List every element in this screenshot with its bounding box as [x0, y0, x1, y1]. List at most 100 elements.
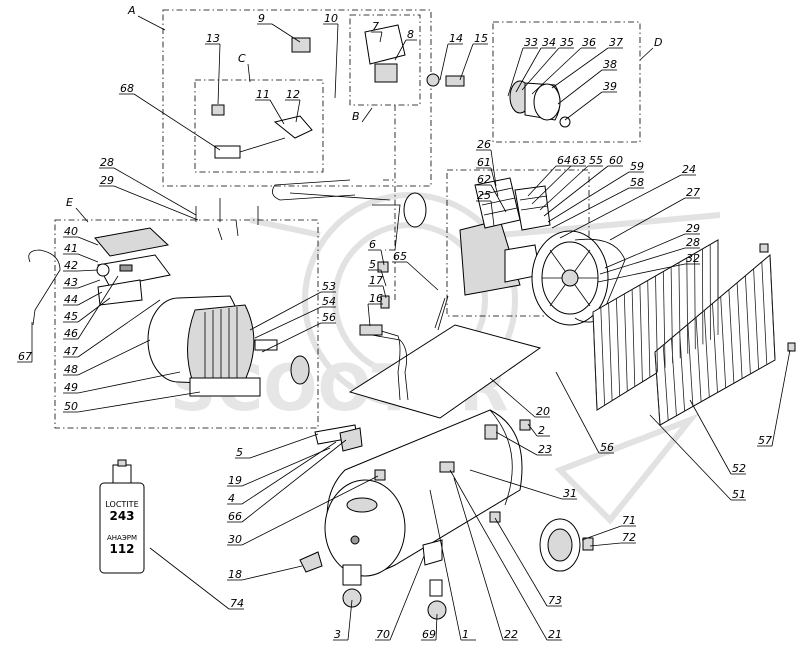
callout-label-53: 53 — [322, 280, 336, 293]
callout-label-35: 35 — [560, 36, 574, 49]
leader-22 — [453, 477, 504, 641]
callout-label-51: 51 — [732, 488, 746, 501]
tank-wheels — [342, 539, 447, 620]
leader-1 — [429, 489, 462, 641]
group-box-pump — [446, 169, 590, 317]
leader-10 — [334, 23, 339, 99]
callout-label-4: 4 — [228, 492, 235, 505]
callout-label-63: 63 — [572, 154, 586, 167]
leader-68 — [133, 93, 221, 151]
group-label-E: E — [66, 196, 73, 209]
leader-69 — [435, 613, 438, 641]
group-box-b — [349, 14, 421, 106]
leader-lines — [17, 15, 791, 641]
leader-12 — [295, 99, 301, 123]
leader-37 — [551, 47, 609, 89]
pressure-switch — [364, 24, 406, 83]
callout-label-34: 34 — [542, 36, 556, 49]
leader-33 — [507, 47, 524, 97]
callout-label-68: 68 — [120, 82, 134, 95]
leader-46 — [77, 275, 119, 340]
callout-label-6: 6 — [369, 238, 376, 251]
base-plate — [348, 324, 542, 419]
leader-47 — [77, 299, 161, 358]
unloader-valve — [211, 37, 313, 159]
group-label-A: A — [127, 4, 136, 17]
callout-label-10: 10 — [324, 12, 338, 25]
callout-label-19: 19 — [228, 474, 242, 487]
group-boxes — [54, 9, 641, 429]
group-box-e — [54, 219, 319, 429]
callout-label-30: 30 — [228, 533, 242, 546]
leader-48 — [77, 339, 151, 376]
callout-label-28b: 28 — [686, 236, 700, 249]
leader-8 — [394, 39, 407, 61]
leader-59 — [547, 171, 630, 223]
leader-15 — [459, 43, 474, 81]
leader-50 — [77, 391, 201, 413]
leader-14 — [439, 43, 449, 81]
callout-label-46: 46 — [64, 327, 78, 340]
callout-label-44: 44 — [64, 293, 78, 306]
receiver-tank — [324, 409, 523, 577]
leader-57 — [771, 349, 791, 447]
callout-label-32: 32 — [686, 252, 700, 265]
callout-label-66: 66 — [228, 510, 242, 523]
callout-label-2: 2 — [538, 424, 545, 437]
leader-58 — [551, 187, 630, 229]
group-label-B: B — [352, 110, 360, 123]
leader-28a — [113, 167, 197, 216]
callout-label-1: 1 — [462, 628, 469, 641]
callout-label-9: 9 — [258, 12, 265, 25]
callout-label-61: 61 — [477, 156, 491, 169]
leader-40 — [77, 236, 99, 246]
leader-60 — [543, 165, 609, 217]
leader-16 — [367, 303, 371, 327]
leader-41 — [77, 253, 99, 263]
callout-label-13: 13 — [206, 32, 220, 45]
leader-5a — [380, 269, 387, 287]
leader-27 — [609, 197, 686, 241]
leader-B — [361, 107, 373, 123]
callout-label-29a: 29 — [100, 174, 114, 187]
leader-44 — [77, 291, 103, 306]
callout-label-5a: 5 — [369, 258, 376, 271]
leader-11 — [269, 99, 285, 125]
leader-25 — [490, 200, 495, 227]
callout-label-37: 37 — [609, 36, 623, 49]
belt — [574, 238, 626, 323]
callout-label-40: 40 — [64, 225, 78, 238]
leader-29b — [604, 233, 686, 269]
leader-70 — [389, 555, 425, 641]
leader-18 — [241, 565, 303, 581]
leader-A — [137, 15, 166, 31]
callout-label-59: 59 — [630, 160, 644, 173]
leader-19 — [241, 447, 331, 487]
callout-label-20: 20 — [536, 405, 550, 418]
callout-label-24: 24 — [682, 163, 696, 176]
callout-label-43: 43 — [64, 276, 78, 289]
callout-label-73: 73 — [548, 594, 562, 607]
leader-6 — [380, 249, 385, 266]
callout-label-64: 64 — [557, 154, 571, 167]
callout-label-23: 23 — [538, 443, 552, 456]
leader-9 — [271, 23, 301, 43]
control-box — [28, 227, 171, 326]
leader-35 — [521, 47, 560, 91]
callout-label-15: 15 — [474, 32, 488, 45]
callout-label-22: 22 — [504, 628, 518, 641]
leader-39 — [564, 91, 603, 121]
leader-56a — [261, 322, 322, 353]
callout-label-3: 3 — [334, 628, 341, 641]
leader-C — [247, 63, 251, 83]
leader-66 — [241, 439, 347, 523]
callout-label-47: 47 — [64, 345, 78, 358]
air-filter — [509, 80, 571, 128]
leader-31 — [469, 469, 563, 500]
callout-label-14: 14 — [449, 32, 463, 45]
callout-label-56b: 56 — [600, 441, 614, 454]
callout-label-52: 52 — [732, 462, 746, 475]
callout-label-62: 62 — [477, 173, 491, 186]
callout-label-57: 57 — [758, 434, 772, 447]
